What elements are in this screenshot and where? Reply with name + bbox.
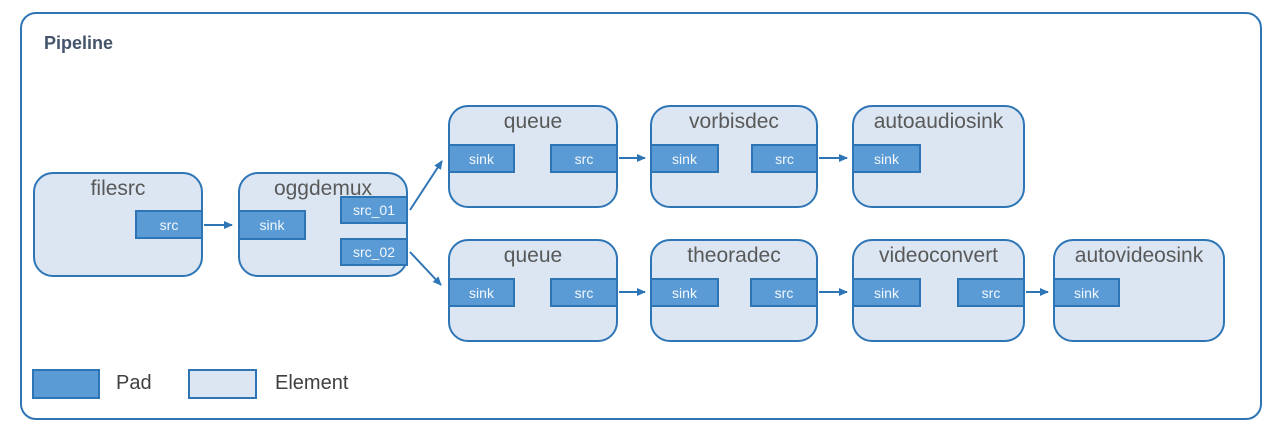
legend-element-swatch	[188, 369, 257, 399]
pad-sink: sink	[238, 210, 306, 240]
pad-sink: sink	[1053, 278, 1120, 307]
element-oggdemux: oggdemux sink src_01 src_02	[238, 172, 408, 277]
pad-label: src	[774, 284, 794, 301]
element-label: autoaudiosink	[873, 110, 1004, 133]
pad-label: sink	[469, 284, 494, 301]
pad-label: sink	[874, 150, 899, 167]
element-label: oggdemux	[273, 177, 373, 200]
pad-src-02: src_02	[340, 238, 408, 266]
element-queue-video: queue sink src	[448, 239, 618, 342]
element-label: autovideosink	[1074, 244, 1204, 267]
legend-pad-swatch	[32, 369, 100, 399]
element-label: vorbisdec	[689, 110, 779, 133]
pad-label: src	[775, 150, 794, 167]
pad-sink: sink	[650, 278, 719, 307]
pad-sink: sink	[852, 144, 921, 173]
legend-pad-label: Pad	[116, 372, 152, 394]
element-theoradec: theoradec sink src	[650, 239, 818, 342]
pad-label: sink	[672, 150, 697, 167]
pad-label: src	[574, 284, 594, 301]
pad-label: src_01	[352, 202, 396, 218]
pad-sink: sink	[448, 278, 515, 307]
pad-label: sink	[469, 150, 494, 167]
pad-label: sink	[1074, 284, 1099, 301]
pad-src: src	[957, 278, 1025, 307]
element-label: queue	[503, 110, 563, 133]
legend-element-label: Element	[275, 372, 349, 394]
element-label: theoradec	[687, 244, 781, 267]
element-label: filesrc	[90, 177, 146, 200]
pad-label: src	[981, 284, 1001, 301]
pad-src: src	[750, 278, 818, 307]
pad-label: src	[574, 150, 594, 167]
pipeline-title: Pipeline	[44, 33, 114, 53]
pipeline-container	[20, 12, 1262, 420]
pad-label: src_02	[352, 244, 396, 260]
pad-label: sink	[672, 284, 697, 301]
pad-sink: sink	[650, 144, 719, 173]
element-vorbisdec: vorbisdec sink src	[650, 105, 818, 208]
pad-src: src	[550, 144, 618, 173]
element-videoconvert: videoconvert sink src	[852, 239, 1025, 342]
element-filesrc: filesrc src	[33, 172, 203, 277]
pad-sink: sink	[852, 278, 921, 307]
element-label: videoconvert	[878, 244, 999, 267]
pad-src: src	[550, 278, 618, 307]
element-autovideosink: autovideosink sink	[1053, 239, 1225, 342]
pad-src: src	[751, 144, 818, 173]
pad-label: sink	[259, 217, 285, 233]
element-autoaudiosink: autoaudiosink sink	[852, 105, 1025, 208]
pad-sink: sink	[448, 144, 515, 173]
element-label: queue	[503, 244, 563, 267]
pad-src-01: src_01	[340, 196, 408, 224]
element-queue-audio: queue sink src	[448, 105, 618, 208]
pad-src: src	[135, 210, 203, 239]
pad-label: sink	[874, 284, 899, 301]
pad-label: src	[159, 216, 179, 233]
